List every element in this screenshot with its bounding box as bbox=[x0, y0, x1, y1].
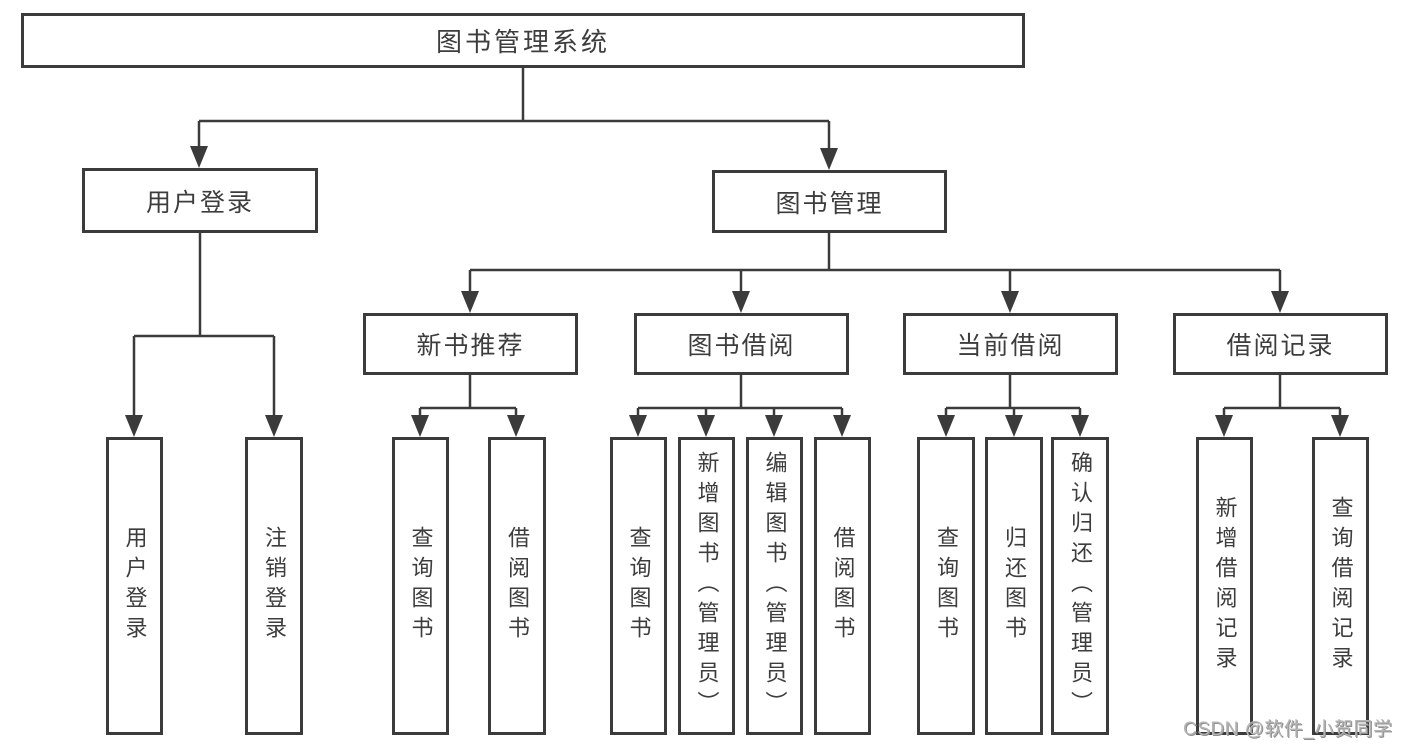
node-new-book-recommend-label: 新书推荐 bbox=[416, 332, 525, 360]
leaf-recommend-borrow-books: 借阅图书 bbox=[488, 437, 546, 735]
leaf-user-login: 用户登录 bbox=[106, 437, 163, 735]
leaf-query-borrow-record: 查询借阅记录 bbox=[1312, 437, 1369, 735]
node-user-login-branch: 用户登录 bbox=[82, 168, 318, 233]
node-current-borrow: 当前借阅 bbox=[903, 313, 1118, 375]
leaf-recommend-query-books: 查询图书 bbox=[392, 437, 449, 735]
node-user-login-branch-label: 用户登录 bbox=[145, 188, 254, 217]
leaf-user-login-label: 用户登录 bbox=[122, 526, 148, 646]
leaf-confirm-return-admin-label: 确认归还（管理员） bbox=[1068, 451, 1093, 721]
csdn-watermark: CSDN @软件_小贺同学 bbox=[1183, 719, 1393, 740]
leaf-edit-books-admin: 编辑图书（管理员） bbox=[746, 437, 803, 735]
leaf-logout-login: 注销登录 bbox=[245, 437, 303, 735]
leaf-query-borrow-record-label: 查询借阅记录 bbox=[1328, 496, 1354, 676]
leaf-current-query-books-label: 查询图书 bbox=[934, 526, 959, 646]
node-book-management-branch-label: 图书管理 bbox=[775, 189, 884, 218]
node-new-book-recommend: 新书推荐 bbox=[363, 313, 578, 375]
leaf-logout-login-label: 注销登录 bbox=[262, 526, 287, 646]
root-node-label: 图书管理系统 bbox=[435, 27, 610, 57]
node-book-management-branch: 图书管理 bbox=[712, 170, 947, 233]
node-book-borrow-label: 图书借阅 bbox=[687, 332, 796, 360]
leaf-borrow-borrow-books-label: 借阅图书 bbox=[830, 526, 856, 646]
leaf-confirm-return-admin: 确认归还（管理员） bbox=[1051, 437, 1109, 735]
leaf-add-books-admin-label: 新增图书（管理员） bbox=[694, 451, 720, 721]
leaf-add-borrow-record-label: 新增借阅记录 bbox=[1212, 496, 1238, 676]
leaf-recommend-query-books-label: 查询图书 bbox=[408, 526, 434, 646]
leaf-add-books-admin: 新增图书（管理员） bbox=[678, 437, 735, 735]
leaf-add-borrow-record: 新增借阅记录 bbox=[1196, 437, 1253, 735]
node-borrow-record: 借阅记录 bbox=[1173, 313, 1388, 375]
node-borrow-record-label: 借阅记录 bbox=[1226, 332, 1335, 360]
leaf-return-books-label: 归还图书 bbox=[1002, 526, 1027, 646]
leaf-return-books: 归还图书 bbox=[985, 437, 1043, 735]
node-current-borrow-label: 当前借阅 bbox=[956, 332, 1065, 360]
leaf-borrow-query-books-label: 查询图书 bbox=[626, 526, 652, 646]
node-book-borrow: 图书借阅 bbox=[634, 313, 849, 375]
leaf-current-query-books: 查询图书 bbox=[917, 437, 975, 735]
leaf-recommend-borrow-books-label: 借阅图书 bbox=[505, 526, 530, 646]
leaf-borrow-query-books: 查询图书 bbox=[610, 437, 667, 735]
leaf-edit-books-admin-label: 编辑图书（管理员） bbox=[762, 451, 788, 721]
root-node: 图书管理系统 bbox=[21, 13, 1025, 68]
leaf-borrow-borrow-books: 借阅图书 bbox=[814, 437, 871, 735]
